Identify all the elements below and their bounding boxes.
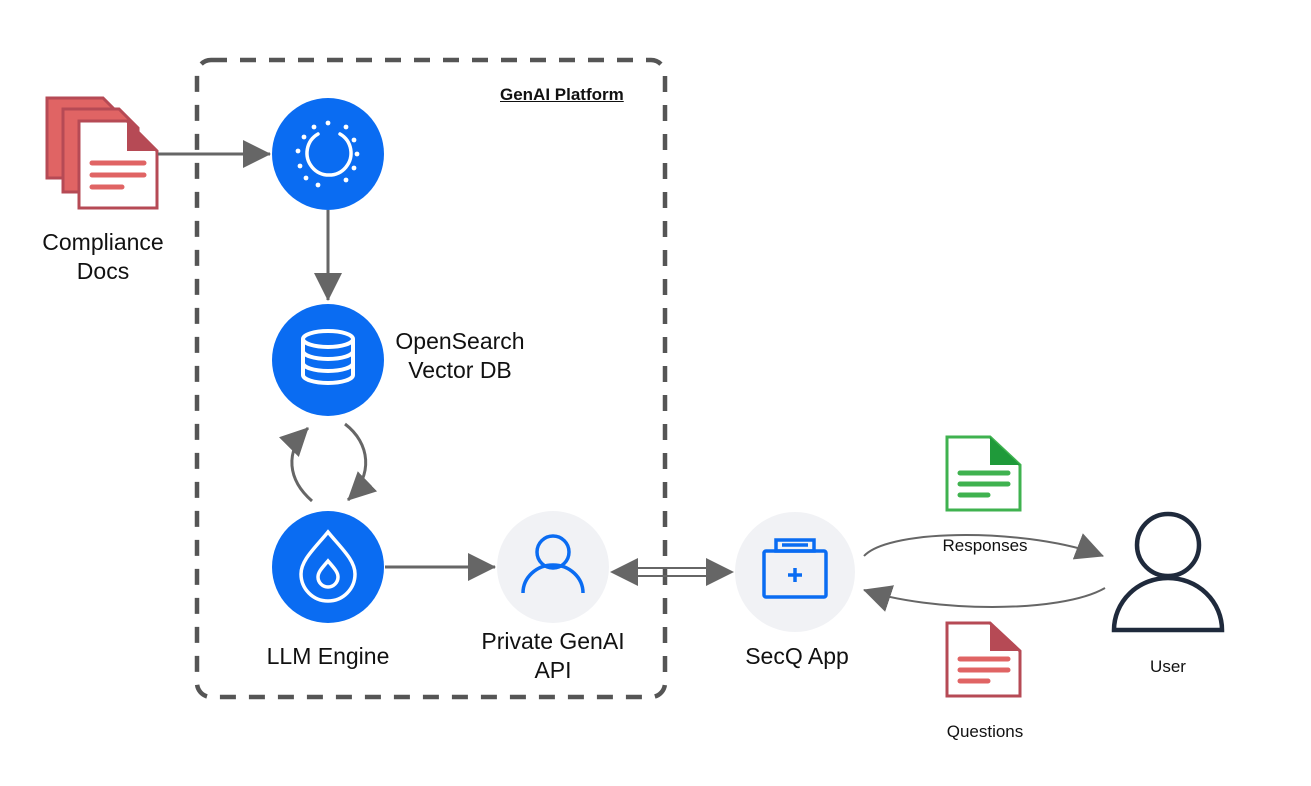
compliance-docs-label-line2: Docs bbox=[76, 258, 130, 284]
arrow-vectordb-to-llm bbox=[344, 422, 378, 502]
arrow-llm-to-vectordb bbox=[279, 426, 313, 503]
database-icon bbox=[301, 329, 355, 385]
vector-db-label: OpenSearch Vector DB bbox=[385, 327, 535, 385]
questions-document-icon bbox=[945, 621, 1022, 698]
secq-app-label: SecQ App bbox=[745, 643, 849, 669]
llm-engine-label: LLM Engine bbox=[266, 643, 390, 669]
droplet-icon bbox=[299, 529, 357, 603]
user-label: User bbox=[1150, 657, 1186, 676]
compliance-docs-label-line1: Compliance bbox=[42, 229, 164, 255]
platform-boundary bbox=[194, 57, 668, 700]
secq-app-node bbox=[735, 512, 855, 632]
llm-engine-node bbox=[272, 511, 384, 623]
private-api-label: Private GenAI API bbox=[463, 627, 643, 685]
private-api-label-line2: API bbox=[534, 657, 572, 683]
arrow-secq-to-user bbox=[863, 533, 1104, 560]
document-stack-icon bbox=[45, 96, 159, 210]
user-icon bbox=[1111, 511, 1225, 633]
person-icon bbox=[521, 534, 585, 594]
medical-kit-icon bbox=[762, 538, 828, 599]
vector-db-node bbox=[272, 304, 384, 416]
vector-db-label-line2: Vector DB bbox=[408, 357, 512, 383]
arrow-user-to-secq bbox=[863, 585, 1106, 612]
arrow-api-secq-bidirectional bbox=[610, 558, 734, 586]
platform-title: GenAI Platform bbox=[500, 85, 624, 104]
responses-label: Responses bbox=[942, 536, 1028, 555]
private-api-label-line1: Private GenAI bbox=[481, 628, 625, 654]
vector-db-label-line1: OpenSearch bbox=[395, 328, 525, 354]
compliance-docs-label: Compliance Docs bbox=[28, 228, 178, 286]
ingestion-node bbox=[272, 98, 384, 210]
responses-document-icon bbox=[945, 435, 1022, 512]
private-api-node bbox=[497, 511, 609, 623]
ingestion-circle-icon bbox=[295, 120, 360, 188]
questions-label: Questions bbox=[946, 722, 1024, 741]
